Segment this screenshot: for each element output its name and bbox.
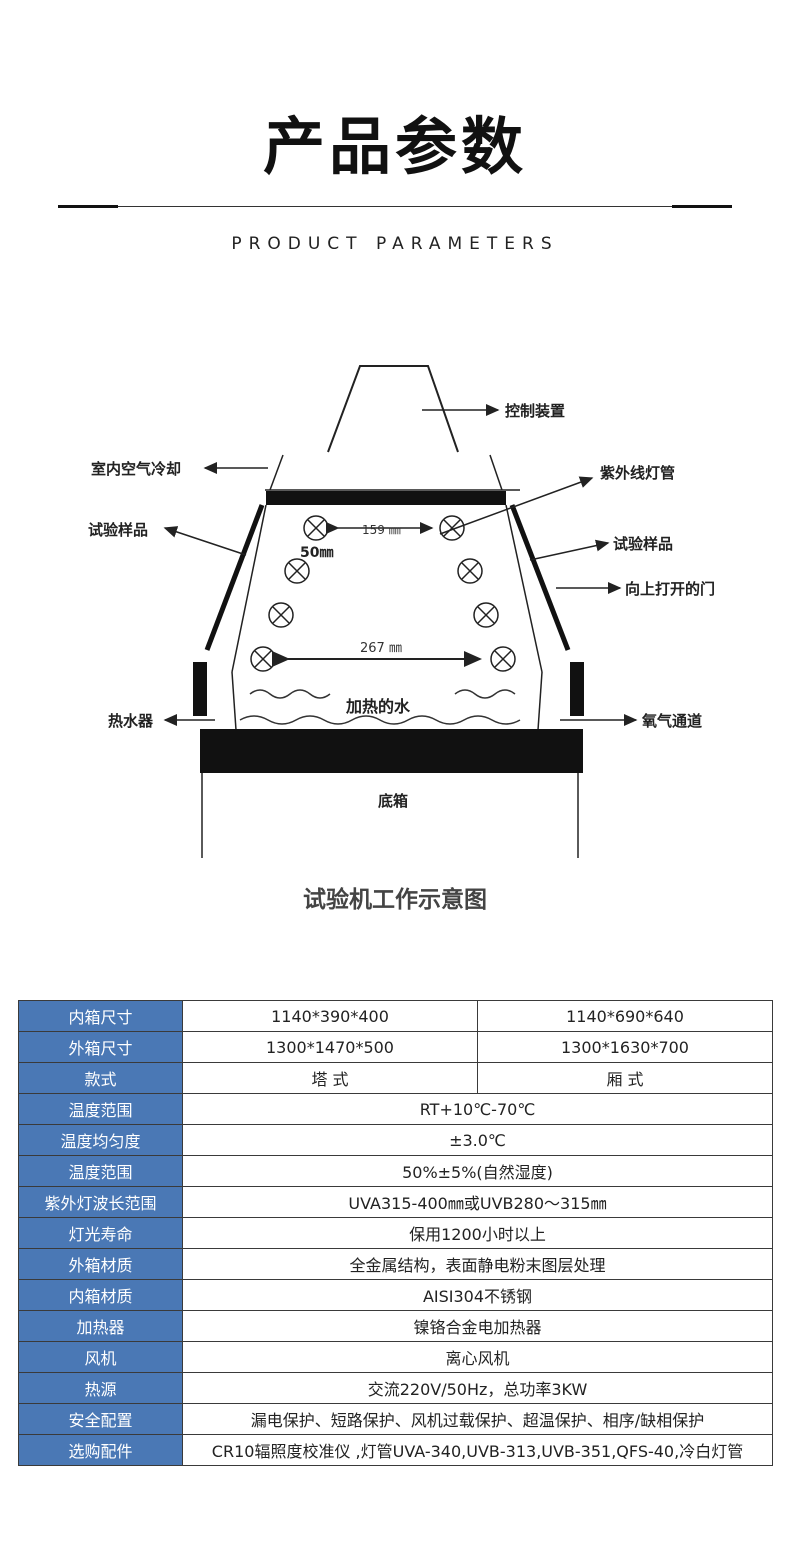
row-value: UVA315-400㎜或UVB280～315㎜ bbox=[182, 1186, 773, 1218]
title-divider-accent-left bbox=[58, 205, 118, 208]
row-value: AISI304不锈钢 bbox=[182, 1279, 773, 1311]
row-value: 厢 式 bbox=[477, 1062, 773, 1094]
diagram-caption: 试验机工作示意图 bbox=[303, 887, 487, 913]
row-value: RT+10℃-70℃ bbox=[182, 1093, 773, 1125]
label-sample-right: 试验样品 bbox=[613, 535, 673, 553]
control-box-shape bbox=[327, 365, 459, 453]
table-row: 加热器镍铬合金电加热器 bbox=[18, 1310, 773, 1342]
row-value: 50%±5%(自然湿度) bbox=[182, 1155, 773, 1187]
heater-block-right bbox=[570, 662, 584, 716]
row-value: 保用1200小时以上 bbox=[182, 1217, 773, 1249]
label-uv-lamp: 紫外线灯管 bbox=[600, 464, 675, 482]
row-label: 紫外灯波长范围 bbox=[18, 1186, 183, 1218]
cooling-vent-right bbox=[489, 454, 503, 491]
title-divider bbox=[58, 206, 732, 207]
water-wave-1 bbox=[249, 689, 331, 699]
heater-block-left bbox=[193, 662, 207, 716]
row-label: 热源 bbox=[18, 1372, 183, 1404]
table-row: 热源交流220V/50Hz，总功率3KW bbox=[18, 1372, 773, 1404]
table-row: 外箱材质全金属结构，表面静电粉末图层处理 bbox=[18, 1248, 773, 1280]
row-label: 温度范围 bbox=[18, 1093, 183, 1125]
lamp-top-bar bbox=[266, 491, 506, 505]
water-wave-3 bbox=[239, 715, 521, 725]
row-label: 选购配件 bbox=[18, 1434, 183, 1466]
label-water: 加热的水 bbox=[345, 697, 411, 716]
table-row: 温度均匀度±3.0℃ bbox=[18, 1124, 773, 1156]
row-label: 内箱材质 bbox=[18, 1279, 183, 1311]
table-row: 安全配置漏电保护、短路保护、风机过载保护、超温保护、相序/缺相保护 bbox=[18, 1403, 773, 1435]
row-value: 交流220V/50Hz，总功率3KW bbox=[182, 1372, 773, 1404]
label-base: 底箱 bbox=[378, 792, 408, 810]
row-label: 风机 bbox=[18, 1341, 183, 1373]
uv-lamp-icon bbox=[250, 515, 516, 672]
row-label: 外箱材质 bbox=[18, 1248, 183, 1280]
base-box-top bbox=[200, 729, 583, 773]
label-control: 控制装置 bbox=[505, 402, 565, 420]
row-value: 1140*390*400 bbox=[182, 1000, 478, 1032]
row-label: 外箱尺寸 bbox=[18, 1031, 183, 1063]
row-label: 款式 bbox=[18, 1062, 183, 1094]
row-label: 内箱尺寸 bbox=[18, 1000, 183, 1032]
chamber-wall-left bbox=[231, 504, 267, 673]
label-heater: 热水器 bbox=[108, 712, 154, 730]
row-value: 1300*1470*500 bbox=[182, 1031, 478, 1063]
arrow-sample-left bbox=[163, 526, 247, 556]
label-dim-bottom: 267 ㎜ bbox=[360, 641, 402, 656]
label-oxygen: 氧气通道 bbox=[641, 712, 702, 730]
table-row: 灯光寿命保用1200小时以上 bbox=[18, 1217, 773, 1249]
table-row: 款式塔 式厢 式 bbox=[18, 1062, 773, 1094]
row-value: 1140*690*640 bbox=[477, 1000, 773, 1032]
chamber-wall-right bbox=[505, 504, 543, 673]
label-door: 向上打开的门 bbox=[625, 580, 715, 598]
working-diagram: 控制装置 室内空气冷却 紫外线灯管 试验样品 试验样品 向上打开的门 热水器 氧… bbox=[0, 340, 790, 940]
page-title: 产品参数 bbox=[262, 110, 527, 183]
label-dim-side: 50㎜ bbox=[300, 545, 333, 561]
row-value: 全金属结构，表面静电粉末图层处理 bbox=[182, 1248, 773, 1280]
row-value: 塔 式 bbox=[182, 1062, 478, 1094]
row-value: 离心风机 bbox=[182, 1341, 773, 1373]
label-indoor-cooling: 室内空气冷却 bbox=[91, 460, 181, 478]
row-label: 安全配置 bbox=[18, 1403, 183, 1435]
label-dim-top: 159 ㎜ bbox=[362, 523, 401, 537]
sample-panel-left bbox=[204, 504, 265, 651]
water-wave-2 bbox=[454, 689, 516, 699]
title-divider-accent-right bbox=[672, 205, 732, 208]
row-label: 灯光寿命 bbox=[18, 1217, 183, 1249]
row-label: 温度均匀度 bbox=[18, 1124, 183, 1156]
arrow-uv-lamp bbox=[439, 476, 594, 535]
row-label: 加热器 bbox=[18, 1310, 183, 1342]
page-subtitle: PRODUCT PARAMETERS bbox=[231, 234, 559, 254]
row-value: 1300*1630*700 bbox=[477, 1031, 773, 1063]
row-value: ±3.0℃ bbox=[182, 1124, 773, 1156]
cooling-vent-left bbox=[269, 454, 284, 491]
sample-panel-right bbox=[509, 504, 571, 651]
label-sample-left: 试验样品 bbox=[88, 521, 148, 539]
row-value: 镍铬合金电加热器 bbox=[182, 1310, 773, 1342]
row-value: CR10辐照度校准仪 ,灯管UVA-340,UVB-313,UVB-351,QF… bbox=[182, 1434, 773, 1466]
row-value: 漏电保护、短路保护、风机过载保护、超温保护、相序/缺相保护 bbox=[182, 1403, 773, 1435]
table-row: 风机离心风机 bbox=[18, 1341, 773, 1373]
arrow-sample-right bbox=[529, 539, 610, 561]
row-label: 温度范围 bbox=[18, 1155, 183, 1187]
